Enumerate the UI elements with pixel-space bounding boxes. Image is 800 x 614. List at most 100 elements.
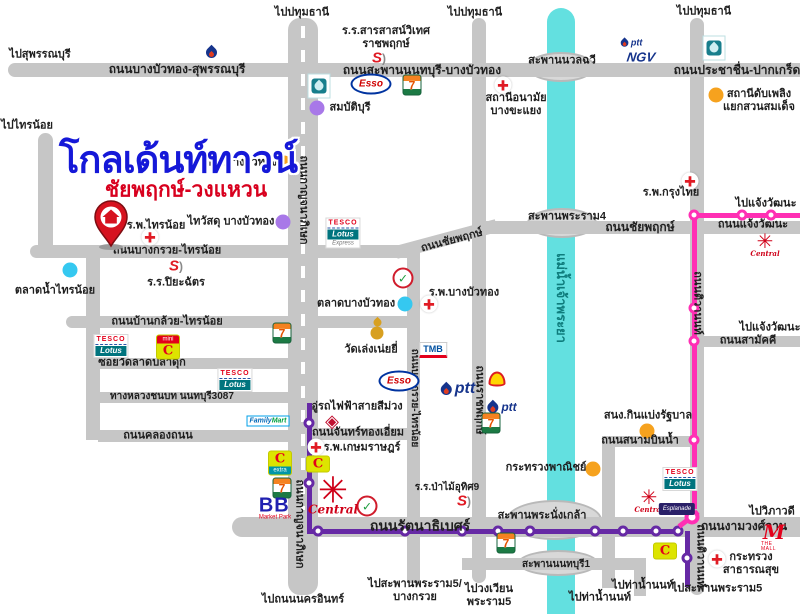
road-label: ถนนติวานนท์ (691, 271, 704, 335)
mrt-pink-line-station (688, 335, 700, 347)
road-chanthong-iam (303, 428, 415, 440)
pamai-uthit9-school-icon: S) (456, 492, 472, 510)
seven-eleven-icon: 7 (272, 477, 292, 499)
bridge-label: สะพานนวลฉวี (528, 54, 596, 67)
temple-icon (370, 326, 384, 340)
mrt-pink-line-station (688, 434, 700, 446)
bridge-label: สะพานนนทบุรี1 (521, 559, 591, 570)
mrt-purple-line-station (681, 552, 693, 564)
place-label: ร.ร.สารสาสน์วิเทศราชพฤกษ์ (341, 24, 431, 50)
bangkok-bank-icon (702, 35, 726, 61)
mrt-pink-line-station (688, 209, 700, 221)
mrt-purple-line-station (617, 525, 629, 537)
road-label: ถนนสนามบินน้ำ (601, 434, 679, 447)
road-west-vertical (86, 250, 100, 440)
place-label: กระทรวงพาณิชย์ (505, 461, 587, 474)
sombat-buri-dot (309, 100, 325, 116)
place-label: สถานีดับเพลิงแยกสวนสมเด็จ (723, 87, 795, 113)
road-label: ถนนจันทร์ทองเอี่ยม (311, 426, 405, 439)
bigc-icon: C (306, 455, 330, 473)
place-label: กระทรวงสาธารณสุข (722, 550, 780, 576)
place-label: สนง.กินแบ่งรัฐบาล (603, 409, 693, 422)
place-label: ตลาดน้ำไทรน้อย (14, 284, 96, 297)
central-chaengwattana-icon: ✳Central (750, 231, 780, 258)
kasikorn-bank-icon: ✓ (392, 267, 414, 289)
direction-label: ไปท่าน้ำนนท์ (612, 579, 674, 592)
road-bankluai-sainoi (66, 316, 290, 328)
road-label: ถนนคลองถนน (123, 429, 193, 442)
direction-label: ไปปทุมธานี (676, 5, 732, 18)
mrt-purple-line-station (312, 525, 324, 537)
place-label: อู่รถไฟฟ้าสายสีม่วง (311, 400, 403, 413)
seven-eleven-icon: 7 (272, 322, 292, 344)
project-title: โกลเด้นท์ทาวน์ (58, 139, 298, 182)
mrt-purple-depot-icon: ◈ (325, 411, 339, 431)
road-ratchaphruek (472, 18, 486, 583)
esso-station-icon: Esso (350, 73, 392, 95)
place-label: ตลาดบางบัวทอง (316, 297, 396, 310)
direction-label: ไปแจ้งวัฒนะ (735, 197, 797, 210)
direction-label: ไปสะพานพระราม5/บางกรวย (368, 577, 462, 603)
place-label: ร.พ.บางบัวทอง (428, 286, 500, 299)
public-health-ministry-icon: ✚ (708, 550, 726, 568)
road-sainoi-north (38, 133, 53, 257)
place-label: สมบัติบุรี (329, 101, 371, 114)
mrt-purple-line-station (303, 477, 315, 489)
road-chaiyaphruek-east (480, 221, 800, 234)
road-label: ถนนรัตนาธิเบศร์ (369, 517, 471, 534)
kasikorn-bank-icon: ✓ (356, 495, 378, 517)
road-bankluai-east (303, 316, 415, 328)
river-label: แม่น้ำเจ้าพระยา (553, 253, 569, 343)
place-label: ร.ร.ป่าไม้อุทิศ9 (414, 482, 480, 493)
road-label: ถนนสามัคคี (719, 334, 777, 347)
sainoi-floating-market-dot (62, 262, 78, 278)
road-label: ถนนแจ้งวัฒนะ (717, 218, 789, 231)
road-rural-road-3087 (92, 392, 288, 403)
place-label: สถานีอนามัยบางขะแยง (485, 91, 547, 117)
bridge-label: สะพานพระราม4 (527, 210, 607, 223)
bangbuathong-hospital-icon: ✚ (420, 295, 438, 313)
lottery-office-dot (639, 423, 655, 439)
ptt-station-icon: ptt (441, 381, 475, 397)
health-station-icon: ✚ (494, 76, 512, 94)
commerce-ministry-dot (585, 461, 601, 477)
mrt-pink-line (692, 215, 697, 509)
seven-eleven-icon: 7 (496, 532, 516, 554)
direction-label: ไปปทุมธานี (274, 6, 330, 19)
mrt-pink-line-station (688, 302, 700, 314)
road-label: ถนนชัยพฤกษ์ (605, 219, 675, 234)
place-label: ร.ร.ปิยะฉัตร (147, 276, 205, 289)
tmb-bank-icon: TMB (419, 342, 447, 358)
mrt-purple-line-station (303, 417, 315, 429)
road-nonthaburi1-road (462, 558, 634, 570)
seven-eleven-icon: 7 (481, 412, 501, 434)
road-label: ถนนบางกรวย-ไทรน้อย (112, 244, 222, 257)
road-label: ถนนบางกรวย-ไทรน้อย (409, 348, 420, 448)
mrt-pink-line-station (736, 209, 748, 221)
road-label: ถนนกาญจนาภิเษก (293, 479, 306, 569)
fire-station-dot (708, 87, 724, 103)
road-label: ถนนประชาชื่น-ปากเกร็ด (673, 62, 800, 77)
bigc-icon: C (653, 542, 677, 560)
road-sanambin-nam-south (602, 436, 615, 588)
mea-bangbuathong-dot (276, 155, 292, 171)
thai-watsadu-dot (275, 214, 291, 230)
place-label: กฟน.บางบัวทอง (201, 156, 277, 169)
piyachat-school-icon: S) (168, 257, 184, 275)
mrt-purple-line-station (672, 525, 684, 537)
direction-label: ไปถนนนครอินทร์ (261, 593, 345, 606)
bangbuathong-market-dot (397, 296, 413, 312)
road-label: ถนนสะพานนนทบุรี-บางบัวทอง (342, 62, 502, 77)
ptt-station-icon: ptt (487, 399, 516, 415)
